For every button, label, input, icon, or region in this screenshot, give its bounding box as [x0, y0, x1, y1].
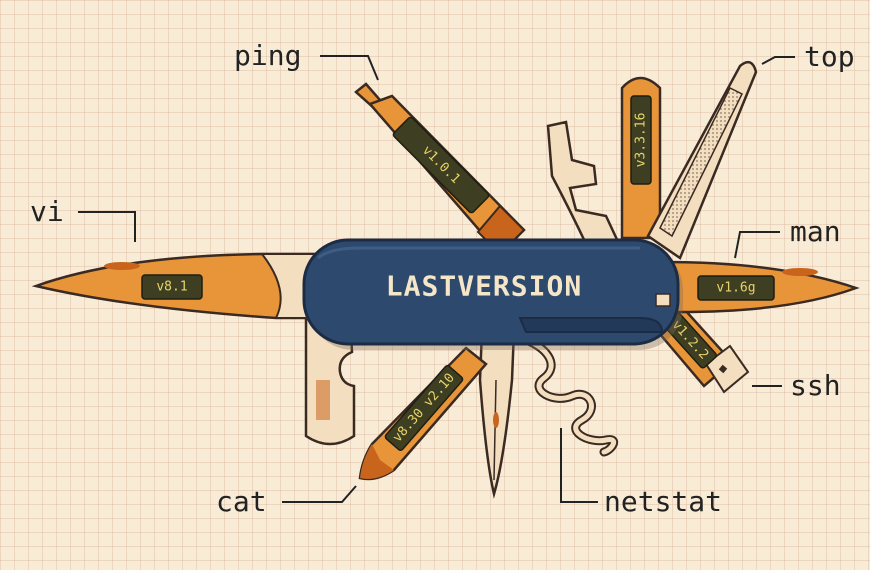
brand-label: LASTVERSION — [386, 270, 582, 303]
man-version: v1.6g — [716, 281, 755, 296]
top-label: top — [804, 40, 855, 73]
ssh-label: ssh — [790, 369, 841, 402]
can-opener-tool — [546, 120, 622, 250]
netstat-label: netstat — [604, 485, 723, 518]
vi-blade: v8.1 — [31, 252, 320, 320]
corkscrew — [515, 333, 619, 457]
vi-version: v8.1 — [156, 280, 187, 295]
ping-label: ping — [234, 39, 302, 72]
cat-label: cat — [216, 485, 267, 518]
cat-blade: v8.30 v2.10 — [358, 346, 488, 481]
knife-handle: LASTVERSION — [302, 238, 683, 350]
top-nail-file — [646, 60, 758, 260]
man-blade: v1.6g — [662, 260, 860, 314]
scissors-tool — [478, 328, 516, 499]
ping-screwdriver: v1.0.1 — [354, 82, 526, 256]
narrow-blade-version: v3.3.16 — [634, 113, 649, 168]
vi-label: vi — [30, 195, 64, 228]
leader-lines — [78, 55, 795, 503]
narrow-blade-tool: v3.3.16 — [620, 76, 662, 240]
man-label: man — [790, 215, 841, 248]
